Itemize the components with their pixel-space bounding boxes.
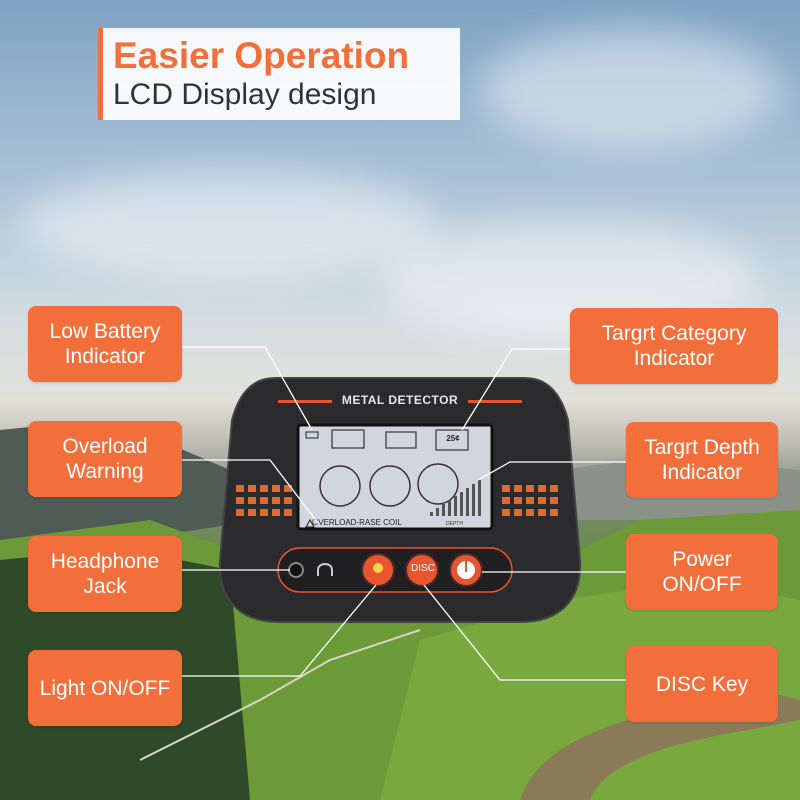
callout-target-depth-text: Targrt Depth Indicator (644, 436, 760, 484)
callout-disc-key-text: DISC Key (655, 672, 749, 696)
callout-headphone-text: Headphone Jack (50, 550, 160, 598)
meadow (380, 580, 800, 800)
bulb-icon (373, 563, 383, 573)
callout-target-category: Targrt Category Indicator (570, 308, 778, 384)
line-light (182, 584, 377, 677)
lcd-face-3 (417, 463, 459, 505)
depth-bars (430, 480, 481, 516)
line-target-category (461, 348, 570, 431)
warning-icon (305, 518, 315, 528)
callout-light: Light ON/OFF (28, 650, 182, 726)
callout-low-battery: Low Battery Indicator (28, 306, 182, 382)
cloud (20, 170, 440, 280)
lcd-target-box-2 (385, 431, 417, 449)
line-low-battery (182, 346, 313, 431)
line-overload (182, 459, 319, 524)
lcd-face-1 (319, 465, 361, 507)
speaker-grill-left (236, 485, 292, 516)
label-stripe-left (278, 400, 332, 403)
fence (139, 629, 421, 761)
callout-headphone: Headphone Jack (28, 536, 182, 612)
speaker-grill-right (502, 485, 558, 516)
callout-light-text: Light ON/OFF (39, 676, 171, 700)
callout-low-battery-text: Low Battery Indicator (49, 320, 161, 368)
lcd-target-box-1 (331, 429, 365, 449)
headphone-icon (317, 563, 333, 576)
label-stripe-right (468, 400, 522, 403)
callout-overload: Overload Warning (28, 421, 182, 497)
title-box: Easier Operation LCD Display design (98, 28, 460, 120)
device-label: METAL DETECTOR (341, 393, 459, 407)
callout-disc-key: DISC Key (626, 646, 778, 722)
line-target-depth (477, 461, 626, 481)
lcd-target-box-3 (435, 429, 469, 451)
callout-power-text: Power ON/OFF (662, 548, 742, 596)
lcd-coin-label: 25¢ (446, 434, 460, 443)
disc-button[interactable] (405, 553, 439, 587)
callout-power: Power ON/OFF (626, 534, 778, 610)
callout-overload-text: Overload Warning (62, 435, 148, 483)
lcd-depth-label: DEPTH (446, 521, 463, 527)
callout-target-depth: Targrt Depth Indicator (626, 422, 778, 498)
callout-target-category-text: Targrt Category Indicator (601, 322, 747, 370)
lcd-overload-text: OVERLOAD-RASE COIL (312, 518, 402, 527)
battery-icon (305, 431, 319, 439)
page-subtitle: LCD Display design (113, 78, 377, 111)
page-title: Easier Operation (113, 35, 410, 76)
disc-button-label: DISC (411, 563, 435, 574)
line-disc (423, 584, 626, 681)
lcd-face-2 (369, 465, 411, 507)
cloud (480, 30, 780, 150)
